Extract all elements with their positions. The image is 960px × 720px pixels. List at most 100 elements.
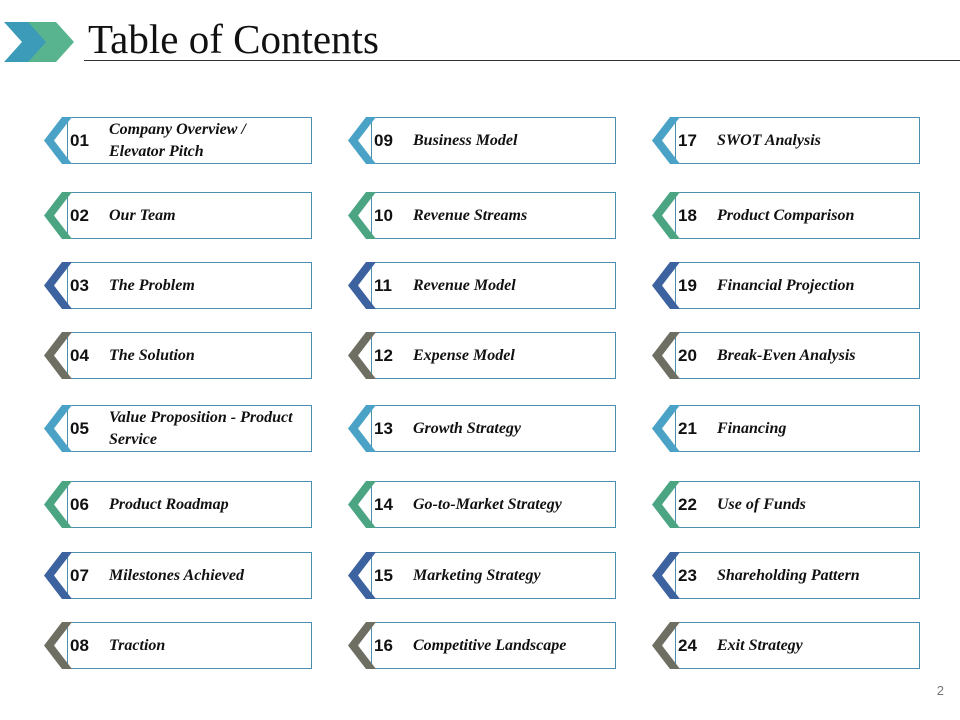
toc-item-number: 05 <box>70 419 89 438</box>
toc-item[interactable]: 11 Revenue Model <box>348 262 616 309</box>
toc-item-number: 01 <box>70 131 89 150</box>
chevron-left-icon <box>44 481 72 528</box>
chevron-left-icon <box>348 622 376 669</box>
toc-item[interactable]: 13 Growth Strategy <box>348 405 616 452</box>
toc-item-box <box>371 332 616 379</box>
toc-item-label: SWOT Analysis <box>717 131 821 149</box>
chevron-left-icon <box>652 192 680 239</box>
toc-item[interactable]: 24 Exit Strategy <box>652 622 920 669</box>
toc-item-number: 11 <box>374 276 392 295</box>
chevron-left-icon <box>348 332 376 379</box>
toc-item-number: 23 <box>678 566 697 585</box>
toc-item-number: 12 <box>374 346 393 365</box>
toc-item-box <box>371 192 616 239</box>
toc-item-number: 22 <box>678 495 697 514</box>
toc-item-number: 08 <box>70 636 89 655</box>
chevron-left-icon <box>348 481 376 528</box>
toc-item-number: 07 <box>70 566 89 585</box>
toc-item[interactable]: 03 The Problem <box>44 262 312 309</box>
toc-item[interactable]: 23 Shareholding Pattern <box>652 552 920 599</box>
toc-item-label: Company Overview / Elevator Pitch <box>109 120 246 160</box>
chevron-left-icon <box>44 117 72 164</box>
toc-item-box <box>371 552 616 599</box>
toc-item[interactable]: 17 SWOT Analysis <box>652 117 920 164</box>
toc-item-number: 03 <box>70 276 89 295</box>
toc-item-box <box>67 262 312 309</box>
toc-item[interactable]: 21 Financing <box>652 405 920 452</box>
toc-item-label: Product Comparison <box>717 206 855 224</box>
chevron-logo-icon <box>4 22 74 62</box>
toc-item-label: Milestones Achieved <box>109 566 244 584</box>
toc-item-number: 15 <box>374 566 393 585</box>
toc-item-box <box>371 262 616 309</box>
page-title: Table of Contents <box>88 16 379 62</box>
toc-item-label: Financial Projection <box>717 276 855 294</box>
chevron-left-icon <box>652 481 680 528</box>
toc-item-label: Competitive Landscape <box>413 636 567 654</box>
toc-item-number: 06 <box>70 495 89 514</box>
toc-item-number: 14 <box>374 495 393 514</box>
toc-item-label: Revenue Model <box>413 276 516 294</box>
toc-item[interactable]: 15 Marketing Strategy <box>348 552 616 599</box>
toc-item-number: 24 <box>678 636 697 655</box>
toc-item-label: Growth Strategy <box>413 419 522 437</box>
toc-item-box <box>371 117 616 164</box>
toc-item-number: 20 <box>678 346 697 365</box>
toc-item[interactable]: 07 Milestones Achieved <box>44 552 312 599</box>
toc-item-number: 13 <box>374 419 393 438</box>
toc-item-box <box>675 481 920 528</box>
toc-item-label: Business Model <box>413 131 518 149</box>
toc-item-box <box>67 117 312 164</box>
toc-item-number: 18 <box>678 206 697 225</box>
chevron-left-icon <box>652 622 680 669</box>
toc-item[interactable]: 20 Break-Even Analysis <box>652 332 920 379</box>
toc-item[interactable]: 18 Product Comparison <box>652 192 920 239</box>
toc-item-label: The Problem <box>109 276 195 294</box>
toc-item-label: Expense Model <box>413 346 515 364</box>
toc-item-box <box>371 622 616 669</box>
toc-item-box <box>371 405 616 452</box>
chevron-left-icon <box>44 192 72 239</box>
toc-item-label: Shareholding Pattern <box>717 566 860 584</box>
toc-item-label: Marketing Strategy <box>413 566 541 584</box>
chevron-left-icon <box>44 262 72 309</box>
title-divider <box>84 60 960 61</box>
toc-item-label: Financing <box>717 419 787 437</box>
toc-item-box <box>371 481 616 528</box>
chevron-left-icon <box>652 332 680 379</box>
toc-item-box <box>67 622 312 669</box>
toc-item-number: 17 <box>678 131 697 150</box>
toc-item-box <box>67 481 312 528</box>
toc-item-box <box>67 552 312 599</box>
chevron-left-icon <box>652 405 680 452</box>
toc-item[interactable]: 01 Company Overview / Elevator Pitch <box>44 117 312 164</box>
chevron-left-icon <box>44 405 72 452</box>
toc-item-box <box>675 332 920 379</box>
toc-item-label: Our Team <box>109 206 176 224</box>
chevron-left-icon <box>348 405 376 452</box>
toc-item[interactable]: 02 Our Team <box>44 192 312 239</box>
toc-item[interactable]: 12 Expense Model <box>348 332 616 379</box>
toc-item-label: Break-Even Analysis <box>717 346 856 364</box>
chevron-left-icon <box>44 332 72 379</box>
toc-item-label: Exit Strategy <box>717 636 803 654</box>
toc-item-number: 21 <box>678 419 697 438</box>
toc-item-box <box>675 117 920 164</box>
toc-item-label: The Solution <box>109 346 195 364</box>
chevron-left-icon <box>652 552 680 599</box>
toc-item-box <box>675 405 920 452</box>
chevron-left-icon <box>348 552 376 599</box>
toc-item-box <box>675 622 920 669</box>
toc-item-number: 02 <box>70 206 89 225</box>
toc-item-box <box>675 552 920 599</box>
